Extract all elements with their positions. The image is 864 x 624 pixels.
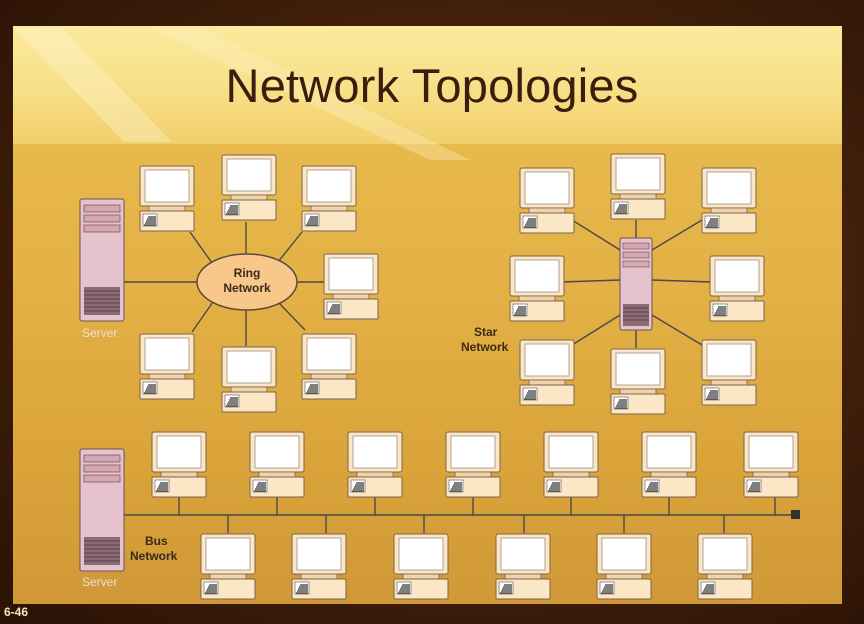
- ring-network-hub: [196, 253, 298, 311]
- bus-workstation: [641, 431, 697, 498]
- bus-workstation: [697, 533, 753, 600]
- title-band: [13, 26, 842, 144]
- star-workstation: [701, 167, 757, 234]
- ring-workstation: [301, 333, 357, 400]
- ring-network-label-line2: Network: [223, 281, 271, 295]
- bus-workstation: [200, 533, 256, 600]
- slide-title: Network Topologies: [225, 59, 639, 112]
- bus-terminator: [791, 510, 800, 519]
- star-workstation: [701, 339, 757, 406]
- ring-network-label-line1: Ring: [234, 266, 261, 280]
- decorative-streaks: [14, 28, 470, 160]
- bus-network-group: Server Bus Network: [79, 431, 800, 600]
- star-hub-server: [619, 237, 653, 331]
- ring-workstation: [323, 253, 379, 320]
- star-workstation: [509, 255, 565, 322]
- bus-network-label-line2: Network: [130, 549, 178, 563]
- bus-workstation: [543, 431, 599, 498]
- bus-workstation: [393, 533, 449, 600]
- bus-workstation: [743, 431, 799, 498]
- bus-workstation: [291, 533, 347, 600]
- slide-number: 6-46: [4, 605, 29, 619]
- star-network-label-line2: Network: [461, 340, 509, 354]
- bus-server-label: Server: [82, 575, 117, 589]
- bus-workstation: [495, 533, 551, 600]
- bus-workstation: [249, 431, 305, 498]
- ring-network-group: Server Ring Network: [79, 154, 379, 413]
- bus-network-label-line1: Bus: [145, 534, 168, 548]
- ring-server-label: Server: [82, 326, 117, 340]
- ring-workstation: [139, 165, 195, 232]
- ring-workstation: [221, 154, 277, 221]
- bus-workstation: [445, 431, 501, 498]
- ring-workstation: [221, 346, 277, 413]
- bus-workstation: [347, 431, 403, 498]
- ring-workstation: [139, 333, 195, 400]
- star-network-label-line1: Star: [474, 325, 498, 339]
- star-workstation: [610, 348, 666, 415]
- ring-server: [79, 198, 125, 322]
- bus-server: [79, 448, 125, 572]
- star-workstation: [709, 255, 765, 322]
- bus-workstation: [596, 533, 652, 600]
- star-workstation: [610, 153, 666, 220]
- star-workstation: [519, 339, 575, 406]
- ring-workstation: [301, 165, 357, 232]
- star-network-group: Star Network: [461, 153, 765, 415]
- bus-workstation: [151, 431, 207, 498]
- star-workstation: [519, 167, 575, 234]
